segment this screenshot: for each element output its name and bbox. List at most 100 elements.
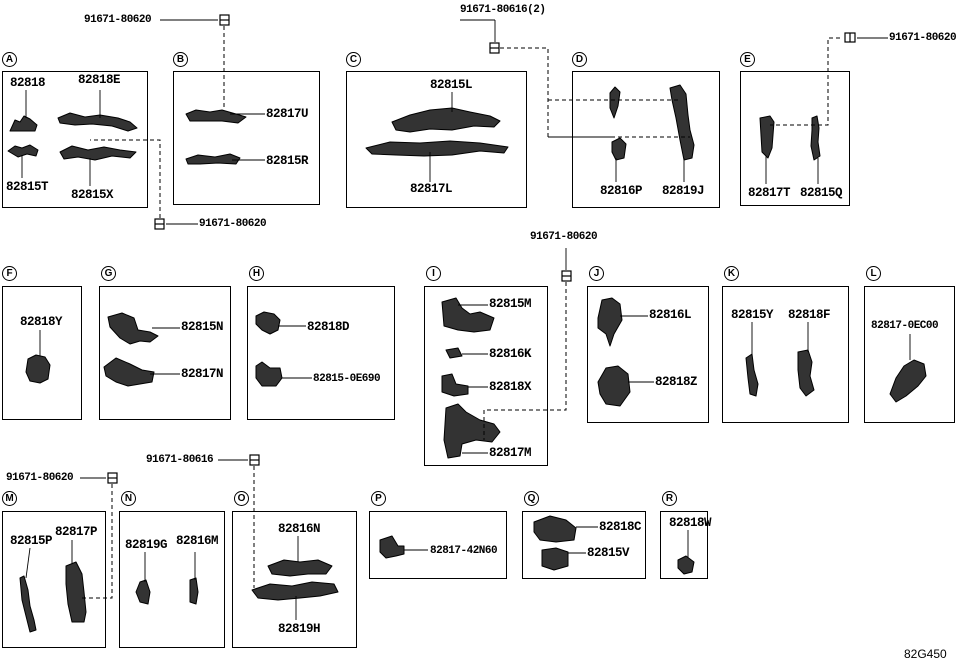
part-82817n-shape [103, 357, 155, 387]
panel-q [522, 511, 646, 579]
part-82817-0ec00-shape [889, 359, 927, 403]
part-82818x-shape [441, 373, 469, 397]
part-label: 82819J [662, 184, 705, 198]
part-label: 82815V [587, 546, 630, 560]
part-label: 82818 [10, 76, 46, 90]
part-label: 82817U [266, 107, 309, 121]
part-82818z-shape [597, 365, 631, 407]
part-82815q-shape [810, 115, 821, 161]
part-label: 82815M [489, 297, 532, 311]
group-r-label: R [662, 491, 677, 506]
group-e-label: E [740, 52, 755, 67]
bolt-label: 91671-80620 [530, 231, 598, 243]
part-label: 82819H [278, 622, 321, 636]
part-label: 82817M [489, 446, 532, 460]
group-c-label: C [346, 52, 361, 67]
group-l-label: L [866, 266, 881, 281]
bolt-label: 91671-80616 [146, 454, 214, 466]
panel-e [740, 71, 850, 206]
bolt-icons [107, 14, 856, 484]
bolt-label: 91671-80620 [84, 14, 152, 26]
part-82816m-shape [189, 577, 199, 605]
part-82818e-shape [57, 112, 138, 132]
part-label: 82819G [125, 538, 168, 552]
group-d-label: D [572, 52, 587, 67]
part-label: 82816K [489, 347, 532, 361]
panel-f [2, 286, 82, 420]
panel-c [346, 71, 527, 208]
part-label: 82815R [266, 154, 309, 168]
part-label: 82815Y [731, 308, 774, 322]
group-q-label: Q [524, 491, 539, 506]
part-82817l-shape [365, 140, 509, 157]
part-label: 82817L [410, 182, 453, 196]
panel-m [2, 511, 106, 648]
part-label: 82816N [278, 522, 321, 536]
part-82817u-shape [185, 109, 247, 124]
group-m-label: M [2, 491, 17, 506]
part-label: 82817N [181, 367, 224, 381]
bolt-label: 91671-80616(2) [460, 4, 546, 16]
part-label: 82815T [6, 180, 49, 194]
panel-r [660, 511, 708, 579]
group-a-label: A [2, 52, 17, 67]
group-b-label: B [173, 52, 188, 67]
group-k-label: K [724, 266, 739, 281]
panel-i [424, 286, 548, 466]
panel-l [864, 286, 955, 423]
panel-h [247, 286, 395, 420]
part-label: 82818X [489, 380, 532, 394]
part-label: 82817-42N60 [430, 545, 498, 557]
part-label: 82815N [181, 320, 224, 334]
panel-a [2, 71, 148, 208]
panel-n [119, 511, 225, 648]
part-82818f-shape [797, 349, 815, 397]
panel-g [99, 286, 231, 420]
part-82816l-shape [597, 297, 623, 347]
panel-k [722, 286, 849, 423]
panel-p [369, 511, 507, 579]
part-82815m-shape [441, 297, 495, 333]
part-82816p-upper-shape [609, 86, 621, 119]
part-label: 82818Y [20, 315, 63, 329]
bolt-icon [154, 218, 165, 230]
bolt-icon [107, 472, 118, 484]
part-82818w-shape [677, 555, 695, 575]
part-label: 82816P [600, 184, 643, 198]
leader-lines [21, 19, 911, 620]
panel-b [173, 71, 320, 205]
part-label: 82818D [307, 320, 350, 334]
part-label: 82818C [599, 520, 642, 534]
part-label: 82815-0E690 [313, 373, 381, 385]
bolt-icon [561, 270, 572, 282]
group-p-label: P [371, 491, 386, 506]
bolt-icon [844, 32, 856, 43]
part-label: 82816L [649, 308, 692, 322]
dashed-connectors [82, 26, 840, 599]
part-82818c-shape [533, 515, 577, 543]
panel-j [587, 286, 709, 423]
part-label: 82815Q [800, 186, 843, 200]
bolt-icon [249, 454, 260, 466]
bolt-label: 91671-80620 [889, 32, 957, 44]
diagram-id: 82G450 [904, 647, 947, 661]
panel-d [572, 71, 720, 208]
part-82815n-shape [107, 312, 159, 345]
group-f-label: F [2, 266, 17, 281]
part-82818-shape [9, 115, 38, 132]
group-h-label: H [249, 266, 264, 281]
group-i-label: I [426, 266, 441, 281]
part-82816n-shape [267, 559, 333, 577]
bolt-icon [219, 14, 230, 26]
part-82816k-shape [445, 347, 463, 359]
group-o-label: O [234, 491, 249, 506]
part-82815p-shape [19, 575, 37, 633]
bolt-icon [489, 42, 500, 54]
bolt-label: 91671-80620 [6, 472, 74, 484]
part-82815v-shape [541, 547, 569, 571]
part-label: 82818Z [655, 375, 698, 389]
part-82815l-shape [391, 107, 501, 133]
group-n-label: N [121, 491, 136, 506]
part-label: 82818E [78, 73, 121, 87]
